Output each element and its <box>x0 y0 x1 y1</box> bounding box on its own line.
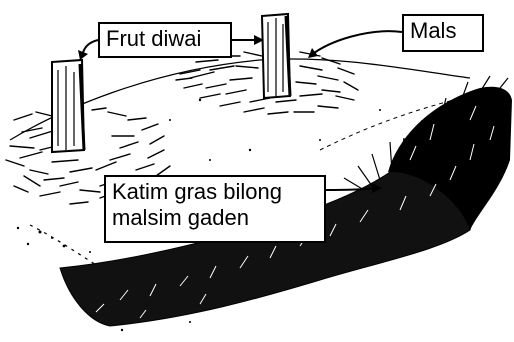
arrow-mals-to-mulch <box>310 31 402 56</box>
fruit-tree-trunk-left <box>52 60 84 152</box>
fruit-tree-trunk-right <box>262 14 290 98</box>
cut-grass-label-line2: malsim gaden <box>112 205 318 231</box>
arrow-katim-to-grass <box>326 188 376 190</box>
cut-grass-label-line1: Katim gras bilong <box>112 179 318 205</box>
fruit-tree-label: Frut diwai <box>98 22 232 58</box>
arrowheads <box>78 35 382 193</box>
mulch-label: Mals <box>402 14 484 52</box>
cut-grass-label: Katim gras bilong malsim gaden <box>104 175 326 243</box>
